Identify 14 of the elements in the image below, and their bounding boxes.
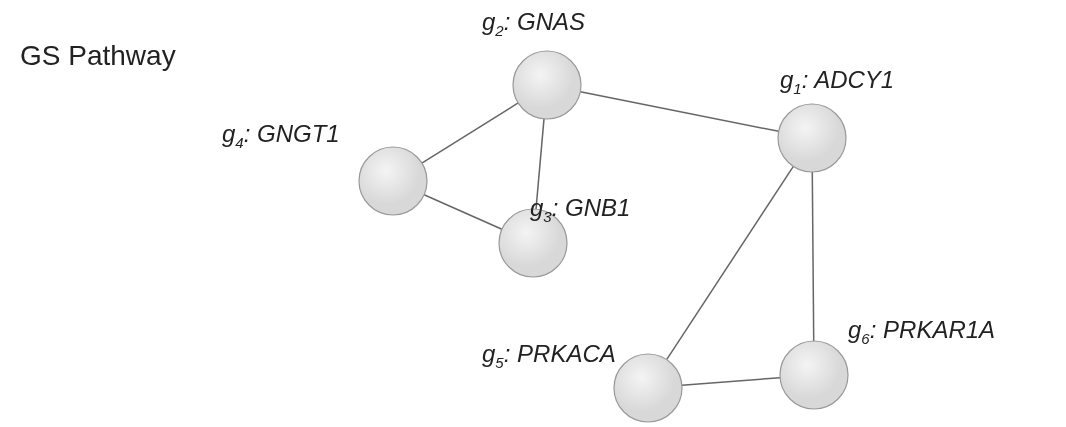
gene-label: g$_{2}$: GNAS <box>482 8 586 41</box>
connector-line <box>811 171 815 342</box>
connector-line <box>681 376 781 387</box>
connector-line <box>423 194 503 230</box>
gene-label: g$_{6}$: PRKAR1A <box>848 316 996 349</box>
gene-label: g$_{5}$: PRKACA <box>482 340 616 373</box>
connector-line <box>535 118 545 210</box>
connector-line <box>665 165 795 361</box>
diagram-title: GS Pathway <box>20 40 176 72</box>
gene-label: g$_{3}$: GNB1 <box>530 194 631 227</box>
gene-label: g$_{4}$: GNGT1 <box>222 120 340 153</box>
connector-line <box>579 90 780 133</box>
gene-label: g$_{1}$: ADCY1 <box>780 66 895 99</box>
connector-line <box>421 102 519 164</box>
